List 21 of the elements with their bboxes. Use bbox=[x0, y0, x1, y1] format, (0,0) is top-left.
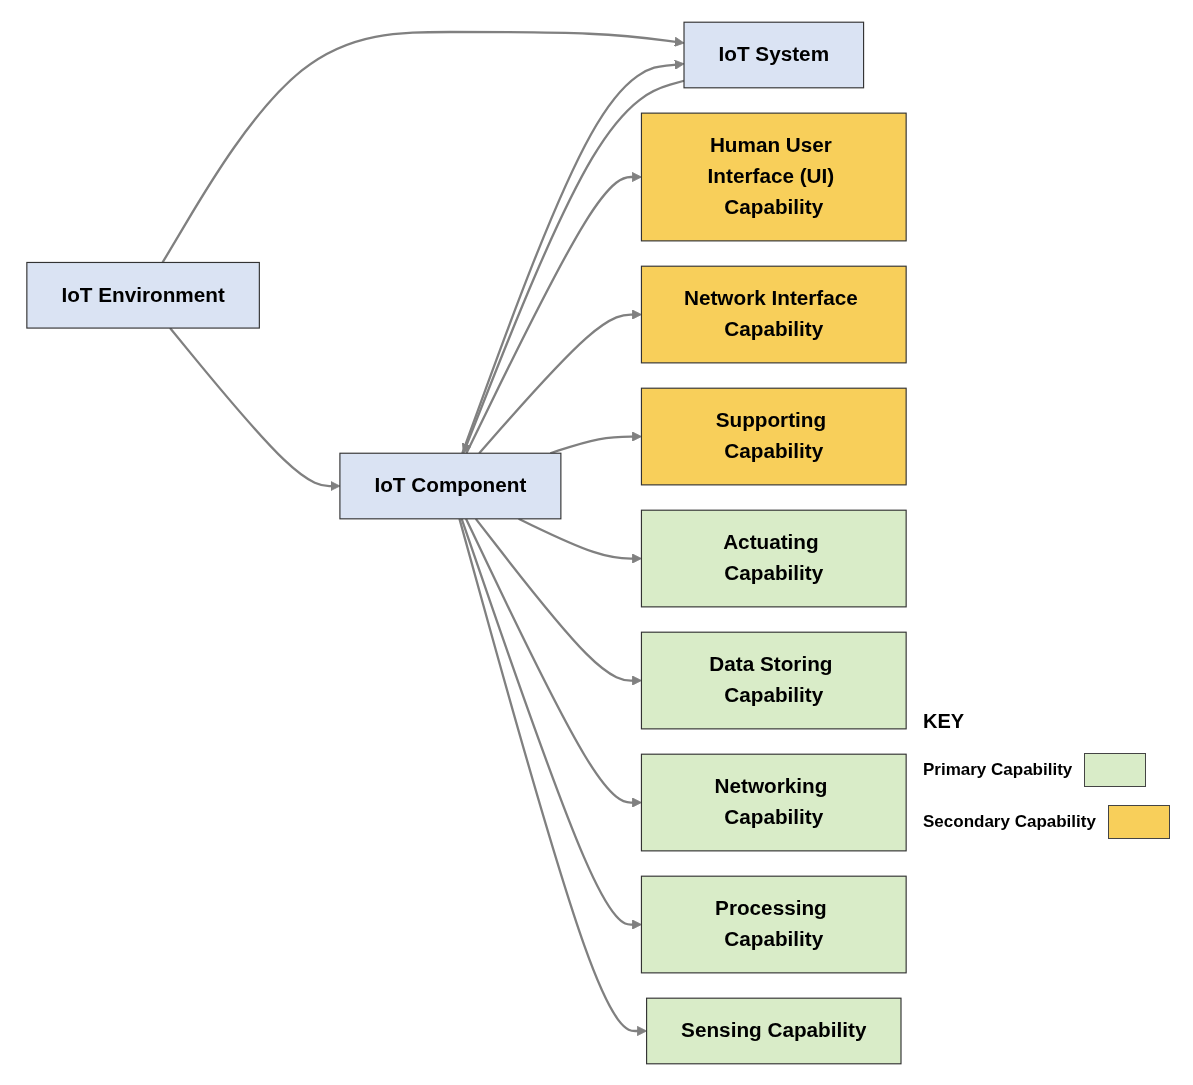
arrow bbox=[474, 517, 642, 686]
arrow bbox=[518, 517, 642, 564]
arrow bbox=[460, 517, 642, 930]
legend-label: Primary Capability bbox=[923, 760, 1073, 780]
node-box: IoT System bbox=[683, 21, 865, 88]
node-box: Human User Interface (UI) Capability bbox=[640, 112, 907, 241]
node-box: Actuating Capability bbox=[640, 509, 907, 607]
arrow bbox=[465, 517, 642, 808]
node-box: Networking Capability bbox=[640, 753, 907, 851]
arrow bbox=[465, 171, 642, 454]
arrow bbox=[161, 30, 685, 263]
node-box: IoT Component bbox=[339, 452, 562, 519]
key-heading: KEY bbox=[923, 710, 966, 733]
node-box: Data Storing Capability bbox=[640, 631, 907, 729]
node-box: Network Interface Capability bbox=[640, 265, 907, 363]
node-box: Supporting Capability bbox=[640, 387, 907, 485]
arrow bbox=[478, 309, 642, 454]
legend-label: Secondary Capability bbox=[923, 812, 1096, 832]
node-box: Processing Capability bbox=[640, 875, 907, 973]
node-box: Sensing Capability bbox=[646, 997, 902, 1064]
node-box: IoT Environment bbox=[26, 261, 260, 329]
